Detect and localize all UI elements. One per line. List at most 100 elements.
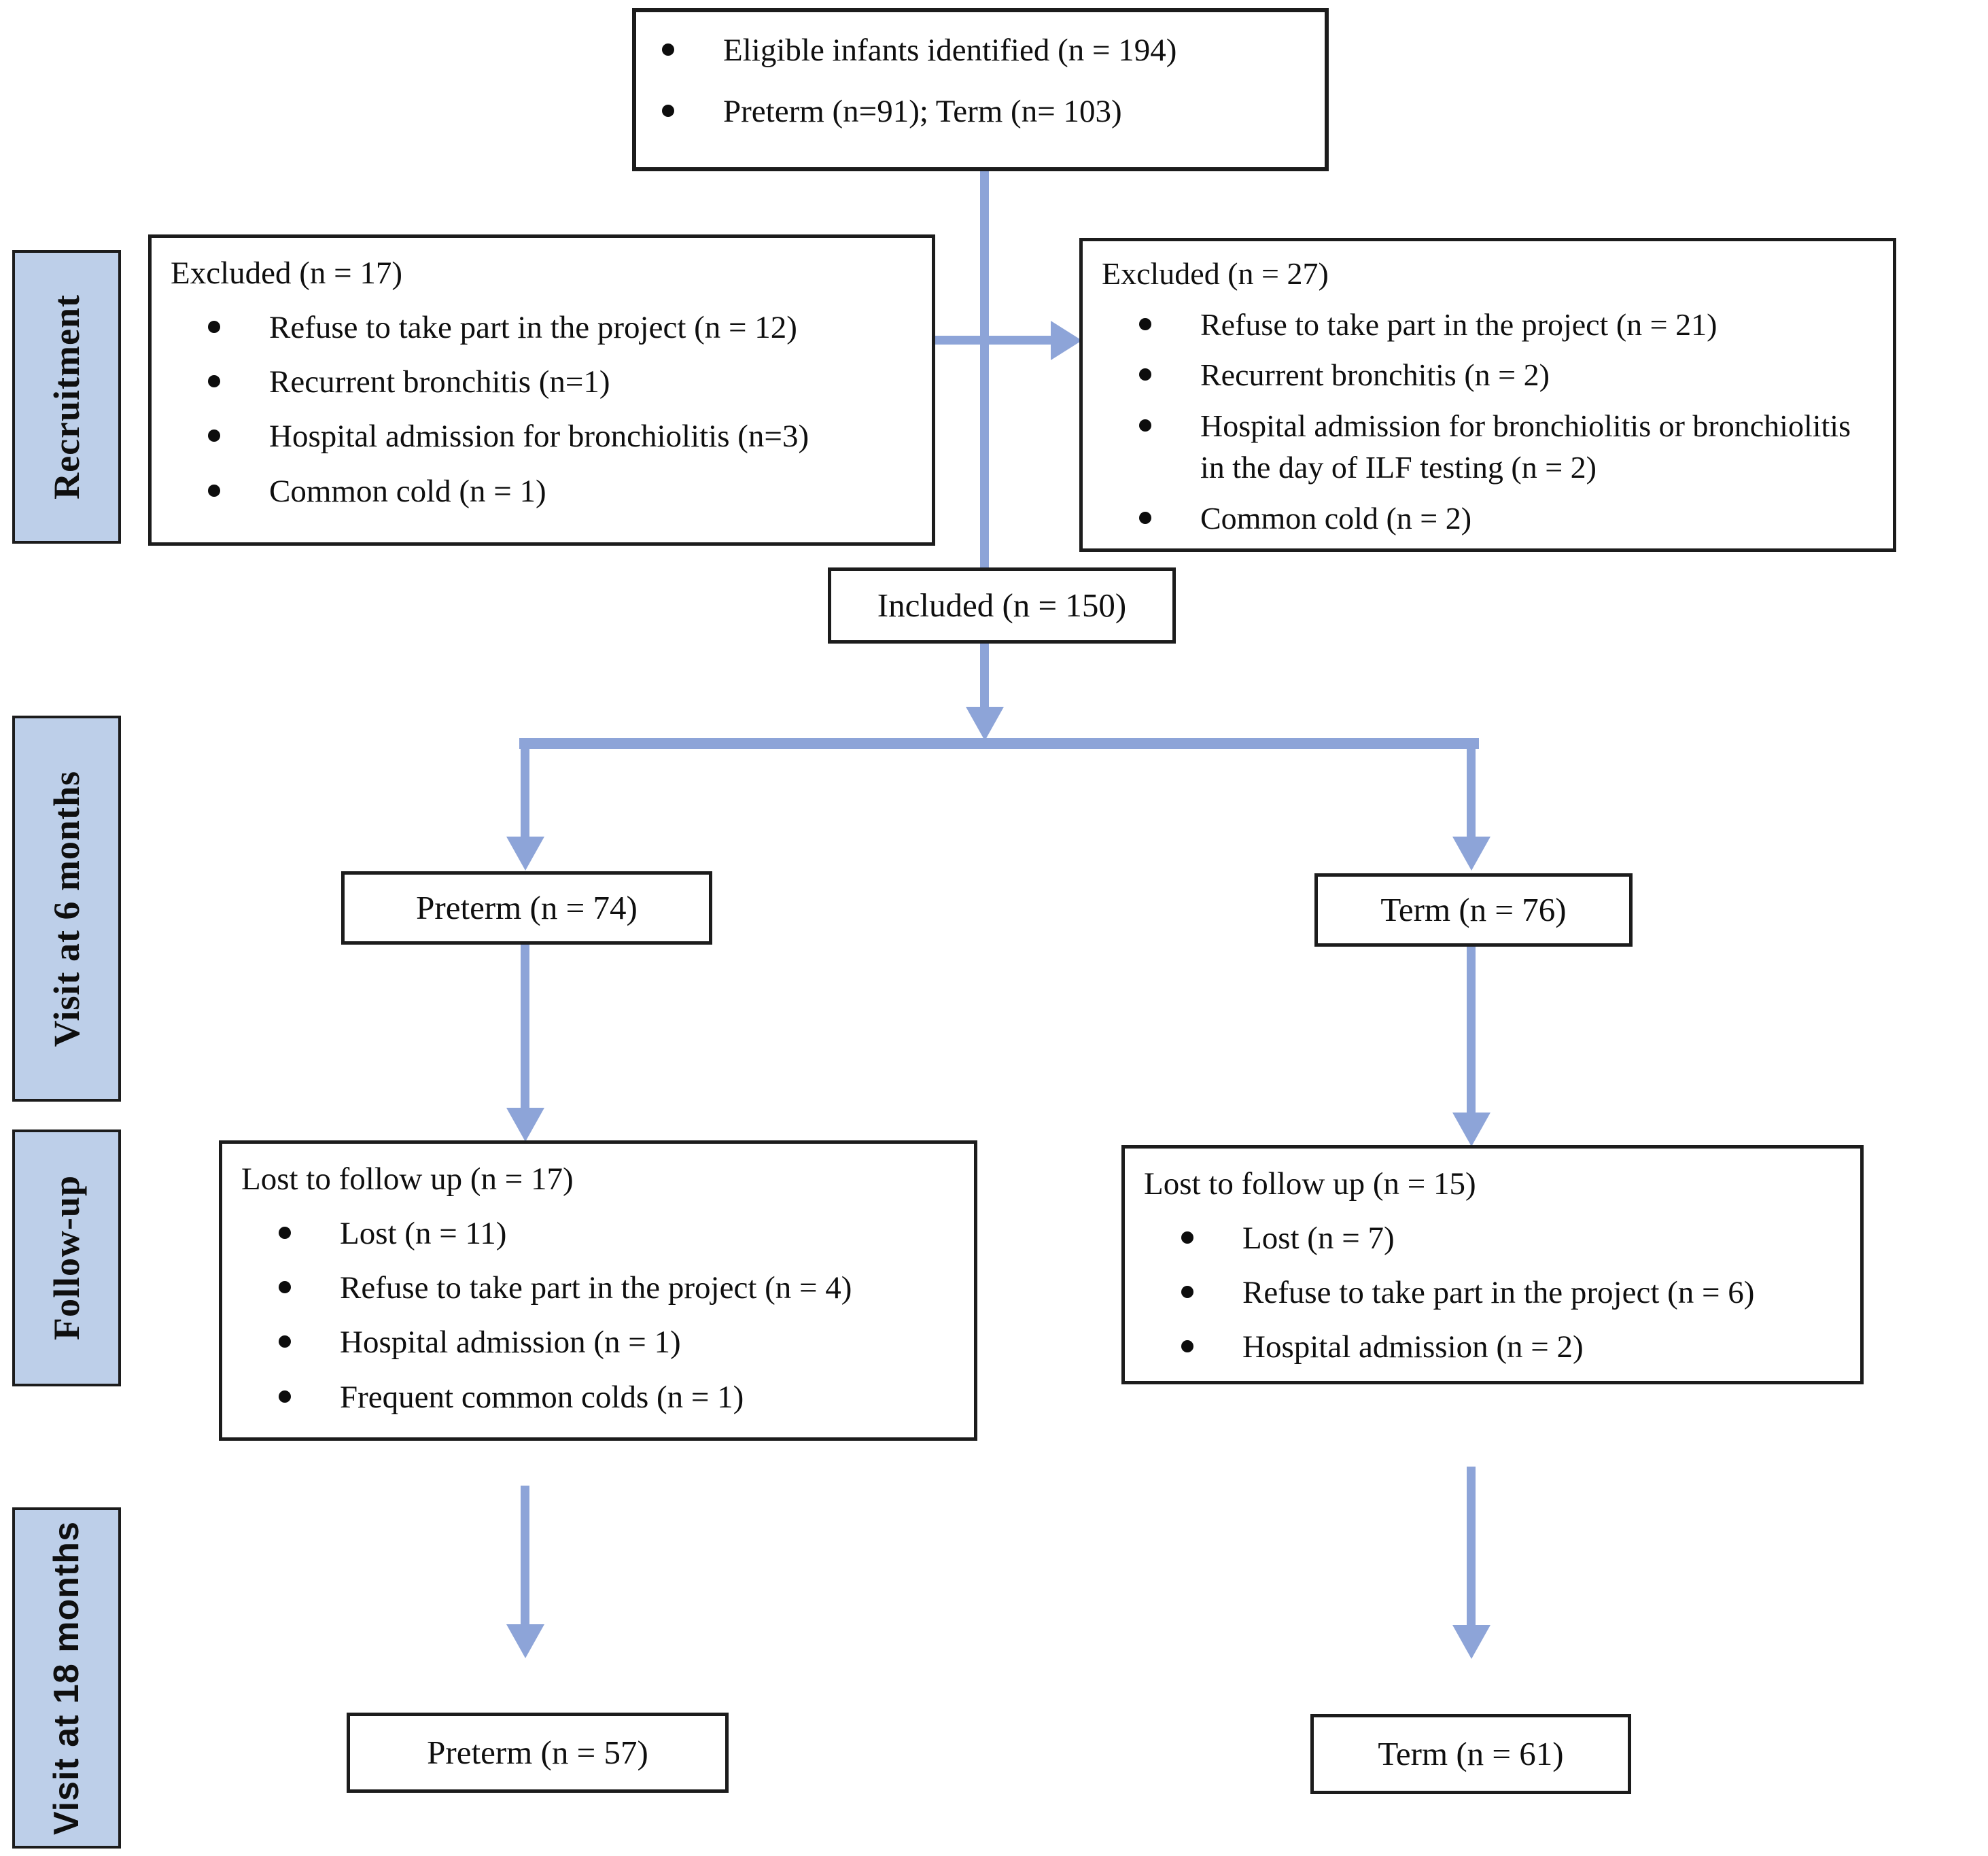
arrowhead-included-to-split (966, 707, 1004, 741)
bullet-item: Hospital admission for bronchiolitis or … (1139, 406, 1872, 488)
bullet-item: Lost (n = 7) (1181, 1215, 1840, 1261)
lost-left-reason-refuse: Refuse to take part in the project (n = … (340, 1270, 852, 1306)
sidebar-phase-visit-18-months: Visit at 18 months (12, 1507, 121, 1849)
included-label: Included (n = 150) (877, 586, 1127, 625)
arrow-top-to-included-line (980, 171, 989, 569)
excluded-left-bullet-list: Refuse to take part in the project (n = … (171, 304, 911, 514)
bullet-item: Refuse to take part in the project (n = … (1139, 304, 1872, 346)
excluded-right-title: Excluded (n = 27) (1102, 256, 1329, 291)
eligible-preterm-term-text: Preterm (n=91); Term (n= 103) (723, 94, 1122, 130)
arrow-split-to-preterm-line (521, 748, 529, 838)
excluded-right-reason-cold: Common cold (n = 2) (1200, 500, 1472, 536)
lost-left-reason-lost: Lost (n = 11) (340, 1216, 507, 1252)
bullet-icon (1181, 1340, 1193, 1353)
bullet-item: Preterm (n=91); Term (n= 103) (662, 88, 1325, 135)
bullet-item: Refuse to take part in the project (n = … (279, 1265, 954, 1311)
excluded-left-title: Excluded (n = 17) (171, 256, 403, 291)
bullet-icon (1181, 1231, 1193, 1244)
bullet-item: Refuse to take part in the project (n = … (208, 304, 911, 351)
excluded-right-reason-bronchitis: Recurrent bronchitis (n = 2) (1200, 357, 1550, 393)
arrowhead-split-to-preterm (506, 837, 544, 871)
bullet-item: Recurrent bronchitis (n = 2) (1139, 355, 1872, 396)
lost-right-title: Lost to follow up (n = 15) (1144, 1166, 1476, 1202)
box-eligible-infants: Eligible infants identified (n = 194) Pr… (632, 8, 1329, 171)
arrow-lost-to-term18-line (1467, 1467, 1476, 1626)
bullet-icon (279, 1390, 291, 1403)
excluded-left-reason-bronchitis: Recurrent bronchitis (n=1) (269, 364, 610, 400)
term-18mo-label: Term (n = 61) (1378, 1735, 1564, 1773)
bullet-icon (1181, 1286, 1193, 1299)
arrowhead-lost-to-preterm18 (506, 1624, 544, 1658)
bullet-icon (279, 1281, 291, 1294)
bullet-icon (208, 484, 220, 497)
bullet-item: Eligible infants identified (n = 194) (662, 27, 1325, 73)
lost-left-reason-colds: Frequent common colds (n = 1) (340, 1379, 744, 1415)
bullet-icon (208, 430, 220, 442)
arrow-excluded-shaft (924, 336, 1055, 345)
preterm-18mo-label: Preterm (n = 57) (427, 1734, 648, 1772)
arrowhead-to-excluded-right (1051, 321, 1082, 360)
lost-left-reason-hospital: Hospital admission (n = 1) (340, 1325, 681, 1361)
lost-right-reason-refuse: Refuse to take part in the project (n = … (1242, 1275, 1755, 1311)
box-term-6-months: Term (n = 76) (1314, 873, 1633, 947)
arrowhead-term-to-lost (1452, 1113, 1490, 1146)
bullet-icon (208, 321, 220, 334)
sidebar-phase-visit-6-months: Visit at 6 months (12, 716, 121, 1102)
phase-label-visit-6-months: Visit at 6 months (46, 770, 87, 1047)
arrowhead-lost-to-term18 (1452, 1625, 1490, 1659)
excluded-left-reason-cold: Common cold (n = 1) (269, 473, 546, 509)
arrow-lost-to-preterm18-line (521, 1486, 529, 1626)
box-excluded-preterm: Excluded (n = 17) Refuse to take part in… (148, 234, 935, 546)
phase-label-recruitment: Recruitment (46, 294, 87, 500)
bullet-icon (662, 105, 674, 118)
arrow-split-to-term-line (1467, 748, 1476, 838)
box-lost-followup-term: Lost to follow up (n = 15) Lost (n = 7) … (1121, 1145, 1864, 1384)
box-term-18-months: Term (n = 61) (1310, 1714, 1631, 1794)
bullet-icon (279, 1335, 291, 1348)
phase-label-follow-up: Follow-up (46, 1175, 87, 1341)
excluded-right-reason-hospital: Hospital admission for bronchiolitis or … (1200, 408, 1851, 485)
box-lost-followup-preterm: Lost to follow up (n = 17) Lost (n = 11)… (219, 1140, 977, 1441)
box-preterm-6-months: Preterm (n = 74) (341, 871, 712, 945)
bullet-item: Hospital admission (n = 2) (1181, 1324, 1840, 1370)
sidebar-phase-follow-up: Follow-up (12, 1130, 121, 1386)
bullet-icon (279, 1227, 291, 1240)
lost-right-bullet-list: Lost (n = 7) Refuse to take part in the … (1144, 1215, 1840, 1370)
bullet-icon (208, 375, 220, 388)
eligible-identified-text: Eligible infants identified (n = 194) (723, 33, 1177, 68)
phase-label-visit-18-months: Visit at 18 months (47, 1520, 86, 1836)
bullet-item: Lost (n = 11) (279, 1210, 954, 1257)
bullet-item: Hospital admission (n = 1) (279, 1319, 954, 1365)
bullet-item: Hospital admission for bronchiolitis (n=… (208, 413, 911, 459)
excluded-right-reason-refuse: Refuse to take part in the project (n = … (1200, 307, 1717, 342)
box-preterm-18-months: Preterm (n = 57) (347, 1713, 729, 1793)
arrow-term-to-lost-line (1467, 946, 1476, 1114)
lost-left-title: Lost to follow up (n = 17) (241, 1161, 574, 1197)
excluded-right-bullet-list: Refuse to take part in the project (n = … (1102, 304, 1872, 540)
bullet-icon (1139, 419, 1151, 432)
arrowhead-preterm-to-lost (506, 1108, 544, 1142)
lost-right-reason-lost: Lost (n = 7) (1242, 1221, 1395, 1257)
lost-left-bullet-list: Lost (n = 11) Refuse to take part in the… (241, 1210, 954, 1420)
bullet-item: Common cold (n = 2) (1139, 498, 1872, 540)
bullet-item: Common cold (n = 1) (208, 468, 911, 514)
excluded-left-reason-hospital: Hospital admission for bronchiolitis (n=… (269, 419, 809, 455)
bullet-icon (1139, 368, 1151, 381)
preterm-6mo-label: Preterm (n = 74) (416, 889, 638, 927)
split-horizontal-line (519, 738, 1479, 749)
bullet-icon (1139, 317, 1151, 330)
sidebar-phase-recruitment: Recruitment (12, 250, 121, 544)
box-included: Included (n = 150) (828, 567, 1176, 644)
bullet-item: Frequent common colds (n = 1) (279, 1374, 954, 1420)
excluded-left-reason-refuse: Refuse to take part in the project (n = … (269, 310, 797, 346)
bullet-icon (662, 43, 674, 56)
bullet-item: Recurrent bronchitis (n=1) (208, 359, 911, 405)
box-excluded-term: Excluded (n = 27) Refuse to take part in… (1079, 238, 1896, 552)
bullet-icon (1139, 511, 1151, 524)
bullet-item: Refuse to take part in the project (n = … (1181, 1270, 1840, 1316)
eligible-bullet-list: Eligible infants identified (n = 194) Pr… (636, 27, 1325, 135)
arrow-included-to-split-line (980, 644, 989, 708)
lost-right-reason-hospital: Hospital admission (n = 2) (1242, 1329, 1584, 1365)
term-6mo-label: Term (n = 76) (1380, 891, 1567, 929)
